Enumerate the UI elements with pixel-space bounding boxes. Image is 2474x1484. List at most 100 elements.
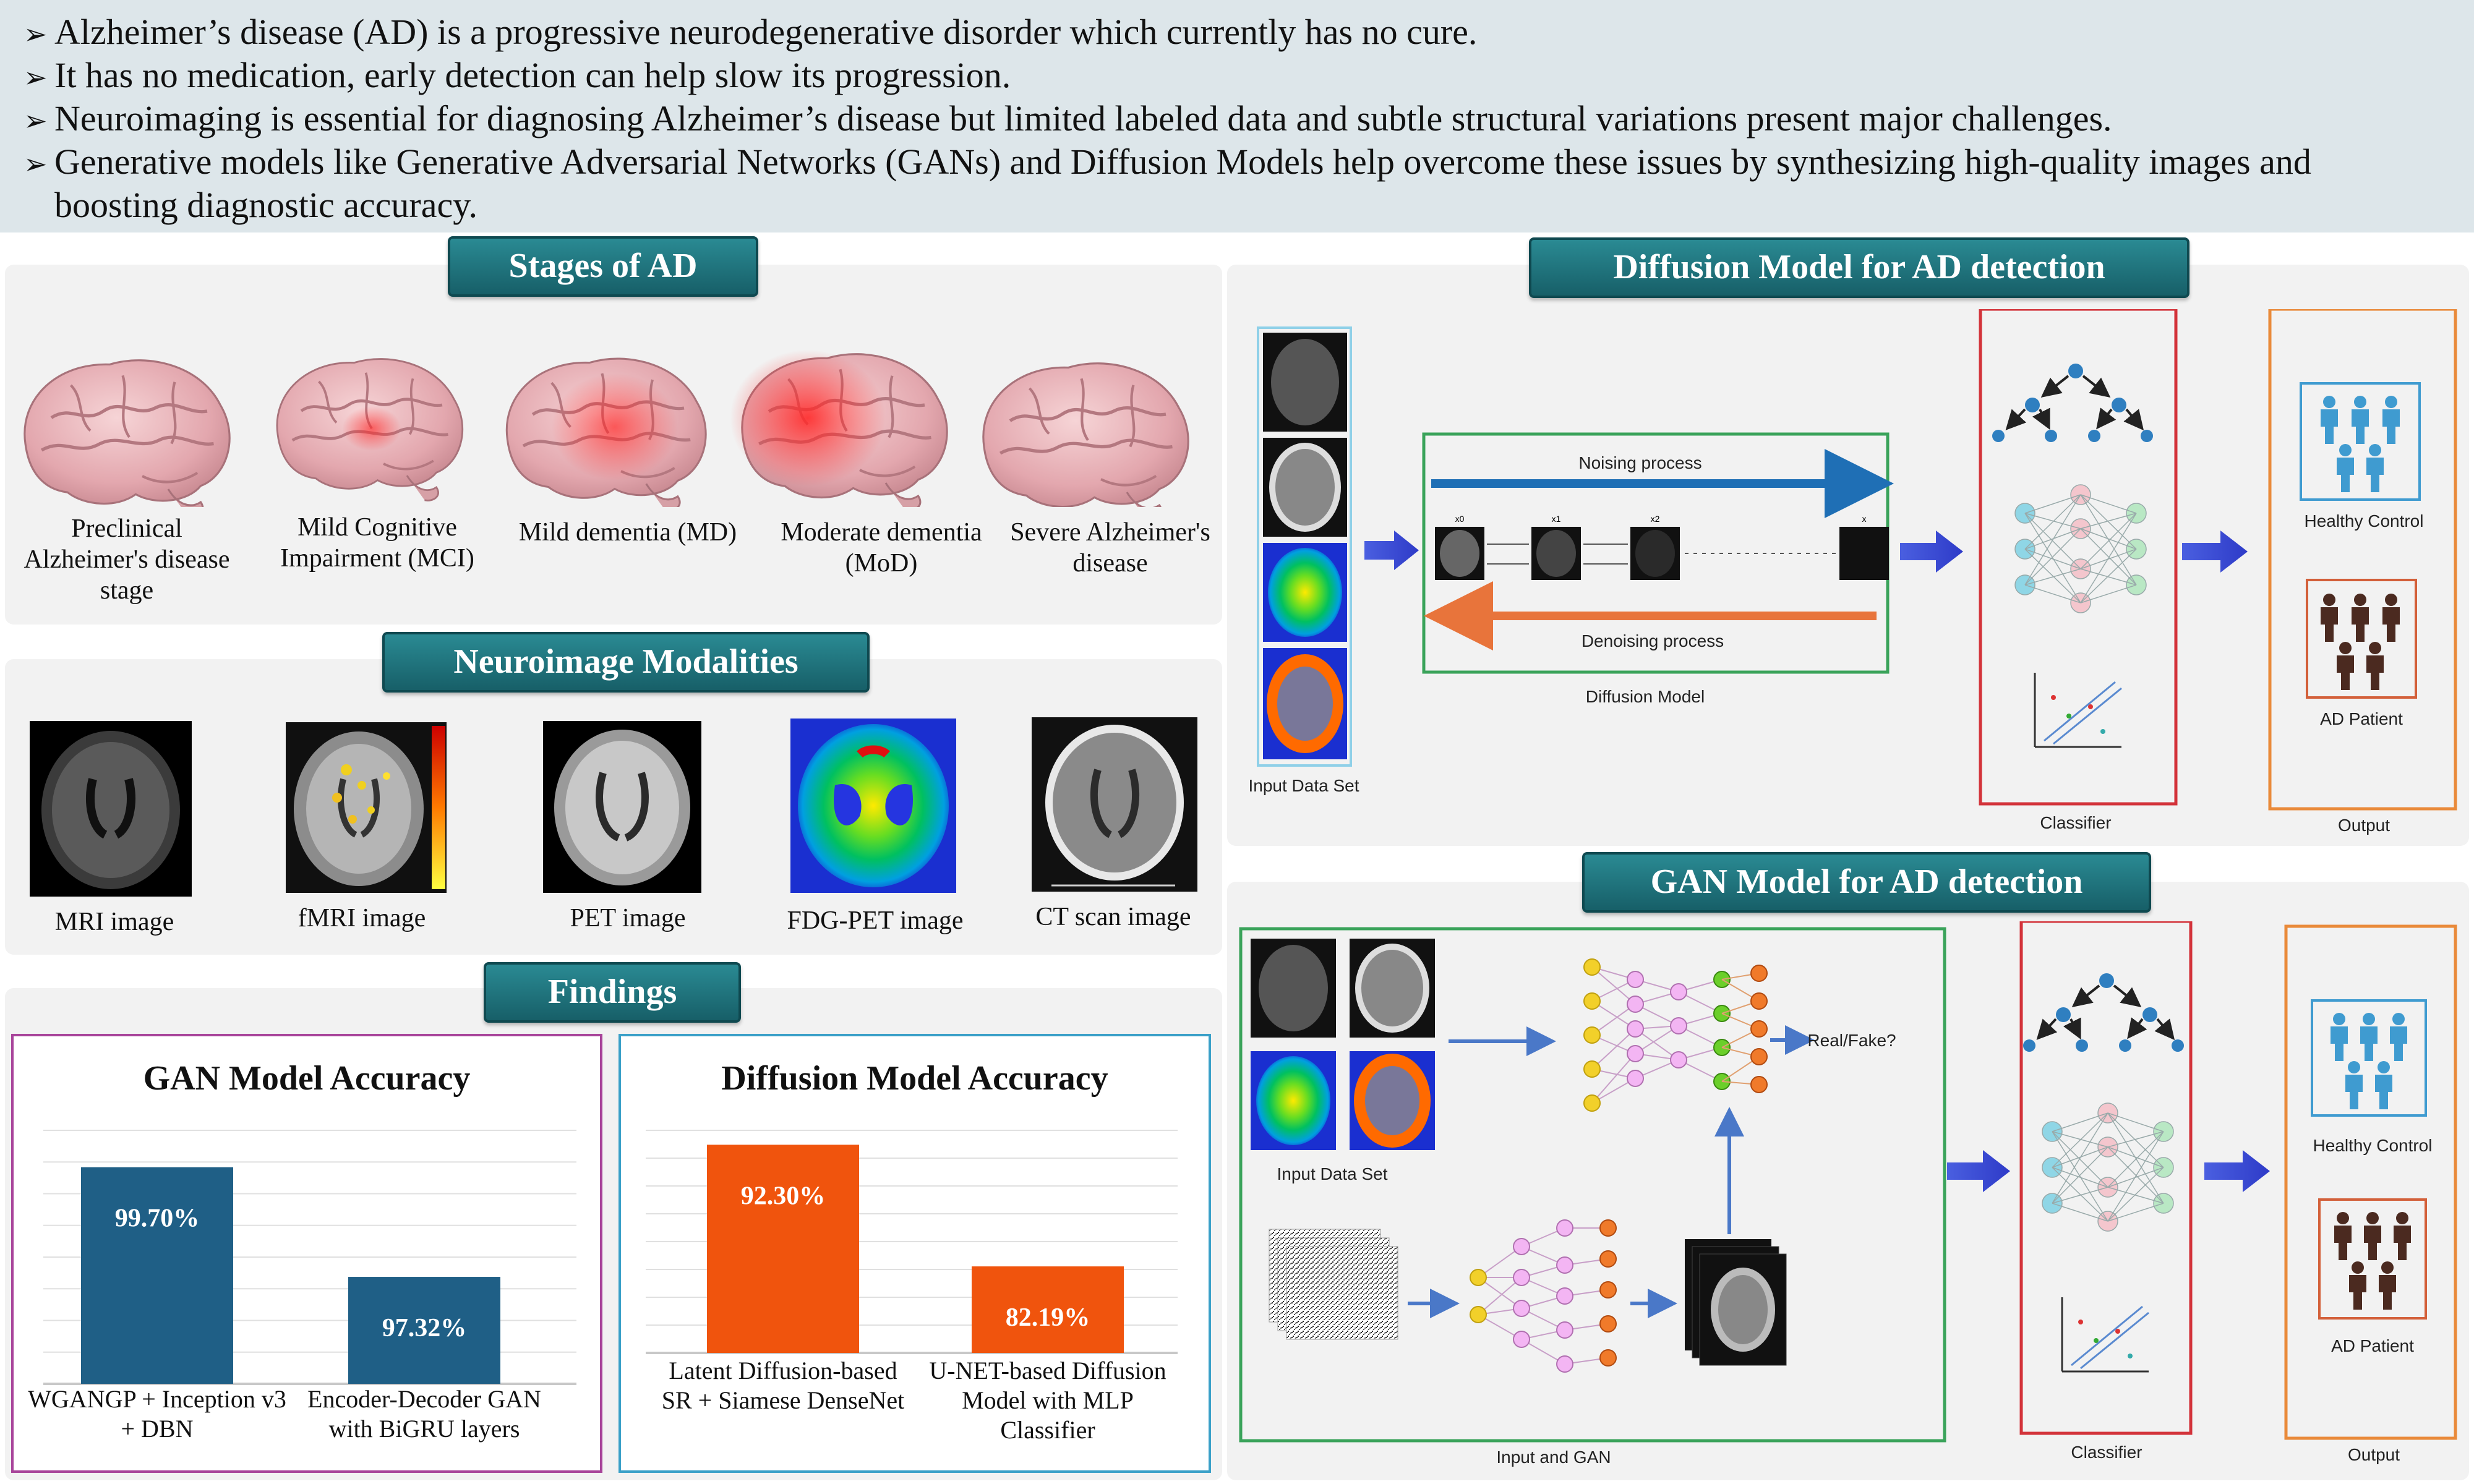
category-label: + DBN xyxy=(121,1415,193,1443)
gan-chart-plot: 99.70% WGANGP + Inception v3+ DBN 97.32% En… xyxy=(28,1130,576,1443)
output-label: Output xyxy=(2338,816,2390,835)
diffusion-pipeline: Input Data Set Noising process Denoising… xyxy=(1248,309,2457,835)
arrow-icon xyxy=(1947,1150,2010,1192)
gan-classifier-label: Classifier xyxy=(2071,1443,2142,1462)
brain-preclinical xyxy=(25,360,229,507)
modality-label-ct: CT scan image xyxy=(1035,903,1191,931)
step-label: x xyxy=(1862,514,1867,524)
modality-images xyxy=(30,717,1197,897)
bullet-text: Generative models like Generative Advers… xyxy=(54,142,2311,182)
brain-mild-dementia xyxy=(507,359,706,507)
ad-patient-frame xyxy=(2306,579,2417,699)
gan-input-scans xyxy=(1251,939,1435,1150)
arrow-icon xyxy=(1900,531,1963,573)
bar-value-label: 97.32% xyxy=(382,1314,467,1342)
category-label: WGANGP + Inception v3 xyxy=(28,1385,286,1413)
bullet-item: ➢It has no medication, early detection c… xyxy=(24,54,1011,99)
arrow-icon xyxy=(1364,531,1419,570)
diffusion-accuracy-chart: Diffusion Model Accuracy 92.30%Latent Di… xyxy=(618,1034,1211,1473)
bullet-item: ➢Neuroimaging is essential for diagnosin… xyxy=(24,97,2112,142)
fdg-pet-image xyxy=(790,719,956,893)
step-label: x1 xyxy=(1552,514,1561,524)
category-label: with BiGRU layers xyxy=(329,1415,520,1443)
noise-steps xyxy=(1435,527,1889,580)
input-dataset-frame xyxy=(1257,326,1352,767)
modality-label-fdg-pet: FDG-PET image xyxy=(787,906,964,935)
bar xyxy=(81,1167,233,1384)
output-box xyxy=(2268,309,2457,811)
healthy-control-label: Healthy Control xyxy=(2313,1136,2433,1155)
ad-patient-label: AD Patient xyxy=(2331,1336,2414,1355)
gan-output-box xyxy=(2284,924,2457,1440)
stage-label-md: Mild dementia (MD) xyxy=(518,518,737,547)
category-label: Encoder-Decoder GAN xyxy=(307,1385,541,1413)
gan-chart-title: GAN Model Accuracy xyxy=(143,1059,471,1098)
noising-label: Noising process xyxy=(1578,453,1701,472)
generated-images-stack xyxy=(1685,1239,1787,1366)
findings-title: Findings xyxy=(484,962,741,1023)
diffusion-input-label: Input Data Set xyxy=(1248,776,1359,795)
discriminator-network-icon xyxy=(1583,958,1768,1112)
bar xyxy=(348,1277,500,1384)
diffusion-chart-title: Diffusion Model Accuracy xyxy=(721,1059,1108,1098)
gan-output-label: Output xyxy=(2348,1445,2400,1464)
bullet-continuation: ➢boosting diagnostic accuracy. xyxy=(24,184,477,229)
step-label: x0 xyxy=(1455,514,1465,524)
healthy-people-icon xyxy=(2331,1013,2407,1109)
healthy-control-frame xyxy=(2300,382,2421,501)
classifier-box xyxy=(1979,309,2178,806)
stage-label-mci: Mild Cognitive Impairment (MCI) xyxy=(280,513,474,573)
stage-label-preclinical: Preclinical Alzheimer's disease stage xyxy=(24,514,230,605)
diffusion-model-label: Diffusion Model xyxy=(1586,687,1705,706)
arrow-bullet-icon: ➢ xyxy=(24,104,48,137)
pet-image xyxy=(543,721,701,893)
scatter-plot-icon xyxy=(2061,1296,2150,1373)
brain-stages-illustration xyxy=(0,349,1222,507)
stage-label-severe: Severe Alzheimer's disease xyxy=(1010,518,1210,578)
bullet-item: ➢Generative models like Generative Adver… xyxy=(24,140,2311,186)
stage-label-mod: Moderate dementia (MoD) xyxy=(781,518,982,578)
category-label: SR + Siamese DenseNet xyxy=(662,1386,905,1414)
arrow-icon xyxy=(2204,1150,2270,1192)
arrow-bullet-icon: ➢ xyxy=(24,147,48,181)
modality-label-fmri: fMRI image xyxy=(297,904,426,932)
fmri-image xyxy=(286,722,447,893)
healthy-control-frame xyxy=(2311,999,2427,1117)
healthy-people-icon xyxy=(2321,396,2400,492)
ad-patient-label: AD Patient xyxy=(2320,709,2403,728)
gan-input-frame xyxy=(1239,927,1946,1443)
diffusion-title: Diffusion Model for AD detection xyxy=(1529,237,2189,298)
brain-severe xyxy=(983,364,1188,507)
mri-image xyxy=(30,721,192,897)
noise-input-stack xyxy=(1269,1229,1398,1340)
gan-pipeline: Input Data Set Real/Fake? Input and GAN … xyxy=(1239,921,2457,1467)
intro-bullets-panel: ➢Alzheimer’s disease (AD) is a progressi… xyxy=(0,0,2474,232)
bar-value-label: 99.70% xyxy=(115,1205,200,1233)
modality-label-pet: PET image xyxy=(570,904,686,932)
arrow-bullet-icon: ➢ xyxy=(24,61,48,94)
input-scan-stack xyxy=(1263,333,1347,759)
scatter-plot-icon xyxy=(2034,672,2123,748)
neural-network-icon xyxy=(2042,1102,2174,1232)
brain-moderate-dementia xyxy=(730,349,947,507)
category-label: Latent Diffusion-based xyxy=(669,1357,897,1384)
generator-network-icon xyxy=(1470,1219,1617,1373)
classifier-label: Classifier xyxy=(2040,813,2111,832)
decision-tree-icon xyxy=(2023,973,2184,1052)
bar-value-label: 82.19% xyxy=(1006,1303,1090,1332)
bullet-item: ➢Alzheimer’s disease (AD) is a progressi… xyxy=(24,11,1477,56)
category-label: Classifier xyxy=(1000,1416,1095,1444)
modality-label-mri: MRI image xyxy=(54,908,174,936)
bar xyxy=(972,1266,1124,1353)
gan-input-label: Input Data Set xyxy=(1277,1164,1387,1183)
denoising-label: Denoising process xyxy=(1582,631,1724,650)
bar xyxy=(707,1145,859,1353)
decision-tree-icon xyxy=(1992,364,2153,442)
stages-title: Stages of AD xyxy=(448,236,758,297)
ad-people-icon xyxy=(2321,594,2400,690)
bullet-text: Alzheimer’s disease (AD) is a progressiv… xyxy=(54,12,1478,52)
category-label: U-NET-based Diffusion xyxy=(929,1357,1166,1384)
real-fake-label: Real/Fake? xyxy=(1807,1031,1896,1050)
gan-accuracy-chart: GAN Model Accuracy 99.70% WGANGP + Incept… xyxy=(11,1034,602,1473)
